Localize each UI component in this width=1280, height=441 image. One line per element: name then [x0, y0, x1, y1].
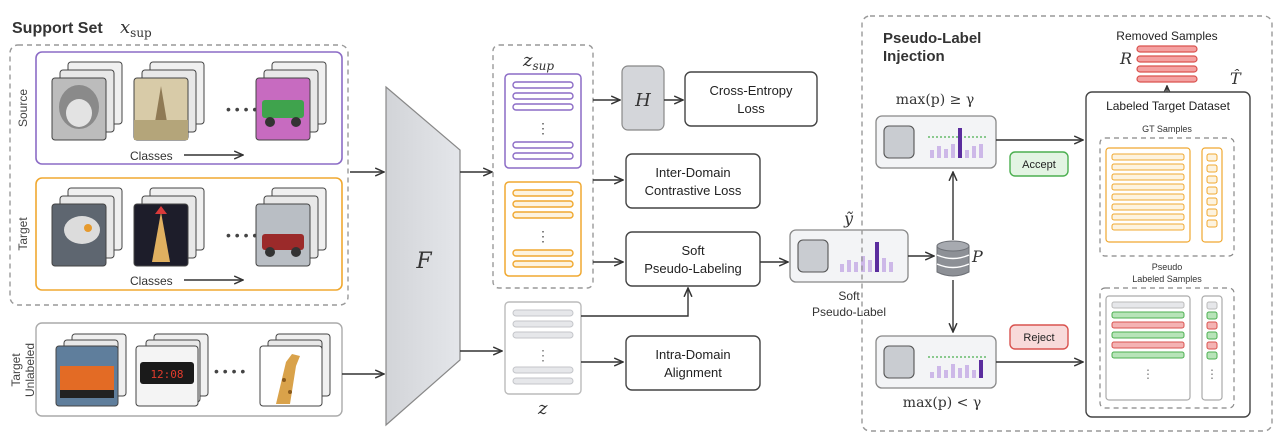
database-icon	[936, 240, 970, 277]
injection-title-2: Injection	[883, 48, 945, 65]
source-classes-label: Classes	[130, 149, 173, 163]
pseudo-feature-rows: ⋮	[1111, 301, 1185, 381]
pseudo-label-dots: ⋮	[1206, 367, 1218, 381]
entropy-block	[621, 65, 665, 131]
target-classes-label: Classes	[130, 274, 173, 288]
unlabeled-target: Target Unlabeled 12:08 • • • •	[9, 322, 343, 417]
reject-badge	[1009, 324, 1069, 350]
gt-labels	[1201, 147, 1223, 243]
accept-badge-text: Accept	[1022, 159, 1056, 171]
soft-pseudo-labeling-box	[625, 231, 761, 287]
encoder-symbol: F	[415, 249, 432, 274]
t-symbol: T̂	[1230, 69, 1242, 88]
gt-label-cells	[1206, 153, 1218, 228]
reject-badge-text: Reject	[1023, 332, 1054, 344]
source-label: Source	[16, 89, 30, 127]
encoder-trapezoid	[385, 85, 461, 427]
pseudo-feature-dots: ⋮	[1142, 367, 1154, 381]
unlabeled-label-2: Unlabeled	[23, 343, 37, 397]
entropy-symbol: H	[634, 90, 651, 111]
pseudo-samples-label-1: Pseudo	[1152, 262, 1183, 272]
source-dots: • • • •	[226, 101, 257, 117]
intra-domain-alignment-box	[625, 335, 761, 391]
pseudo-samples-label-2: Labeled Samples	[1132, 274, 1202, 284]
cross-entropy-text-2: Loss	[737, 101, 765, 116]
intra-domain-text-1: Intra-Domain	[655, 347, 730, 362]
removed-samples-stack	[1136, 45, 1198, 83]
support-set-math: xsup	[120, 17, 152, 40]
clock-digits: 12:08	[150, 368, 183, 381]
z-feature-dots: ⋮	[536, 347, 550, 363]
soft-label-sample	[797, 239, 829, 273]
accept-histogram	[930, 128, 983, 158]
zsup-frame	[492, 44, 594, 289]
z-label: z	[537, 398, 548, 419]
p-symbol: P	[971, 247, 983, 266]
cross-entropy-loss-box	[684, 71, 818, 127]
source-images: • • • •	[51, 61, 327, 141]
pseudo-label-cells: ⋮	[1206, 301, 1218, 381]
accept-condition: max(p) ≥ γ	[896, 92, 974, 108]
support-set: Support Set xsup Source • • • • Classes	[9, 17, 349, 306]
zsup-features: zsup ⋮ ⋮	[492, 44, 594, 289]
injection-frame	[861, 15, 1273, 432]
inter-domain-text-1: Inter-Domain	[655, 165, 730, 180]
soft-pseudo-labeling-text-2: Pseudo-Labeling	[644, 261, 742, 276]
unlabeled-label-1: Target	[9, 353, 23, 387]
support-set-title: Support Set	[12, 20, 103, 37]
pseudo-samples-frame	[1099, 287, 1235, 409]
zsup-label: zsup	[522, 50, 554, 73]
support-set-frame	[9, 44, 349, 306]
gt-samples-frame	[1099, 137, 1235, 257]
unlabeled-dots: • • • •	[214, 363, 245, 379]
soft-label-caption-2: Pseudo-Label	[812, 305, 886, 319]
inter-domain-loss-box	[625, 153, 761, 209]
gt-samples-label: GT Samples	[1142, 124, 1192, 134]
z-to-soft-arrow	[581, 288, 688, 317]
target-images: • • • •	[51, 187, 327, 267]
gt-feature-rows	[1111, 153, 1185, 231]
soft-label-histogram	[840, 242, 893, 272]
inter-domain-text-2: Contrastive Loss	[645, 183, 742, 198]
target-dots: • • • •	[226, 227, 257, 243]
labeled-target-dataset-title: Labeled Target Dataset	[1106, 99, 1231, 113]
reject-condition: max(p) < γ	[903, 395, 981, 411]
soft-label-symbol: ỹ	[843, 209, 854, 228]
z-features: ⋮ z	[504, 301, 582, 419]
soft-label-caption-1: Soft	[838, 289, 860, 303]
r-symbol: R	[1119, 49, 1132, 68]
reject-histogram	[930, 360, 983, 378]
intra-domain-text-2: Alignment	[664, 365, 722, 380]
soft-pseudo-labeling-text-1: Soft	[681, 243, 705, 258]
source-feature-dots: ⋮	[536, 120, 550, 136]
target-label: Target	[16, 217, 30, 251]
target-feature-dots: ⋮	[536, 228, 550, 244]
injection-title-1: Pseudo-Label	[883, 30, 981, 47]
accept-badge	[1009, 151, 1069, 177]
cross-entropy-text-1: Cross-Entropy	[709, 83, 793, 98]
removed-samples-label: Removed Samples	[1116, 29, 1217, 43]
